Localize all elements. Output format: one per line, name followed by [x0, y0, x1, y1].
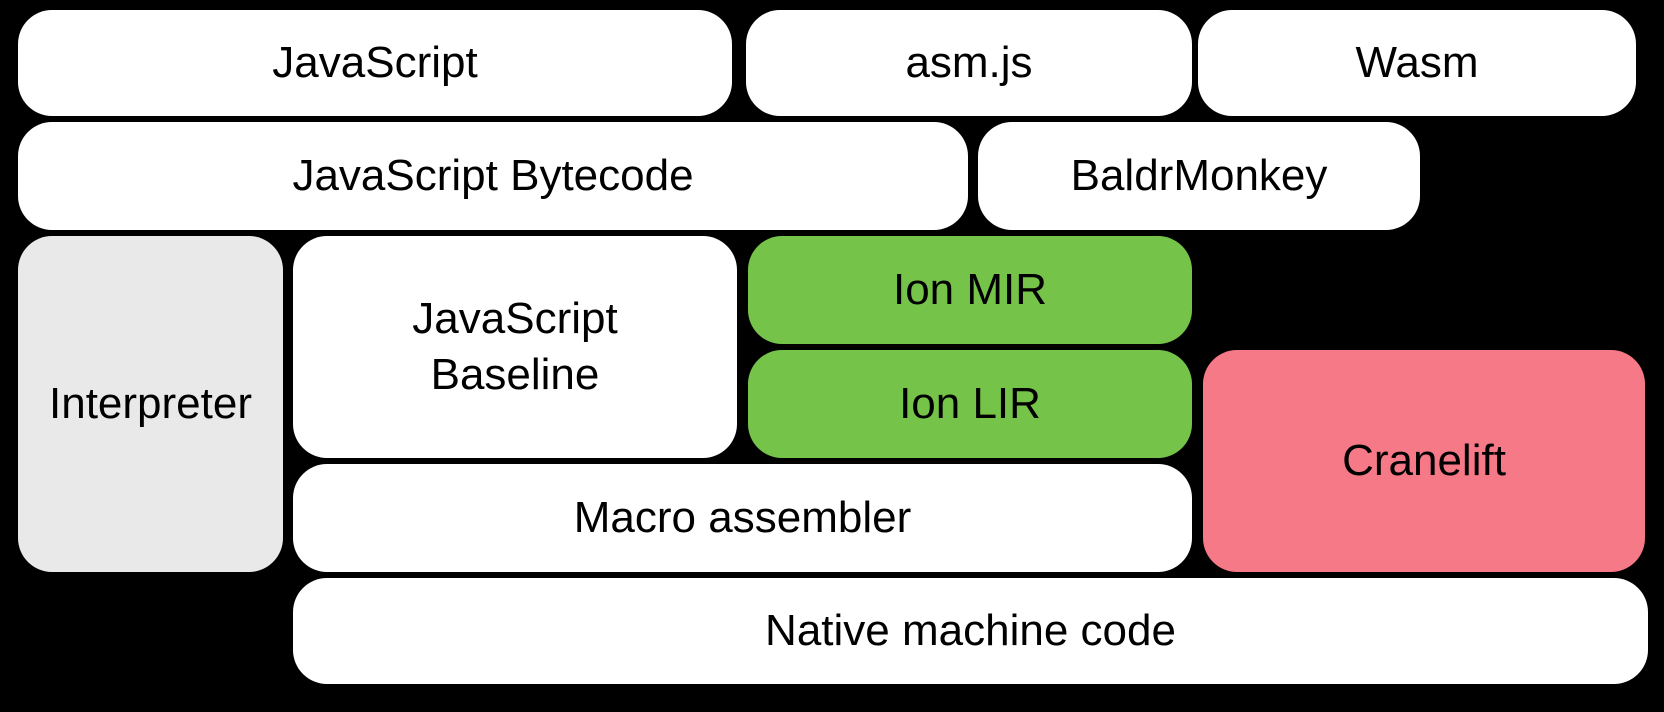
- node-ion-lir: Ion LIR: [748, 350, 1192, 458]
- node-wasm-label: Wasm: [1355, 38, 1479, 88]
- node-ion-mir: Ion MIR: [748, 236, 1192, 344]
- node-cranelift: Cranelift: [1203, 350, 1645, 572]
- node-asmjs-label: asm.js: [905, 38, 1033, 88]
- node-wasm: Wasm: [1198, 10, 1636, 116]
- node-javascript: JavaScript: [18, 10, 732, 116]
- node-native-machine-code: Native machine code: [293, 578, 1648, 684]
- node-interpreter-label: Interpreter: [49, 379, 252, 429]
- node-cranelift-label: Cranelift: [1342, 436, 1506, 486]
- node-native-machine-code-label: Native machine code: [765, 606, 1176, 656]
- node-macro-assembler-label: Macro assembler: [573, 493, 912, 543]
- node-javascript-bytecode: JavaScript Bytecode: [18, 122, 968, 230]
- node-javascript-baseline-label: JavaScript Baseline: [412, 294, 618, 399]
- node-baldrmonkey-label: BaldrMonkey: [1070, 151, 1328, 201]
- node-ion-mir-label: Ion MIR: [892, 265, 1048, 315]
- node-ion-lir-label: Ion LIR: [899, 379, 1041, 429]
- node-interpreter: Interpreter: [18, 236, 283, 572]
- node-javascript-label: JavaScript: [272, 38, 478, 88]
- node-macro-assembler: Macro assembler: [293, 464, 1192, 572]
- node-baldrmonkey: BaldrMonkey: [978, 122, 1420, 230]
- node-javascript-baseline: JavaScript Baseline: [293, 236, 737, 458]
- node-javascript-bytecode-label: JavaScript Bytecode: [292, 151, 694, 201]
- node-asmjs: asm.js: [746, 10, 1192, 116]
